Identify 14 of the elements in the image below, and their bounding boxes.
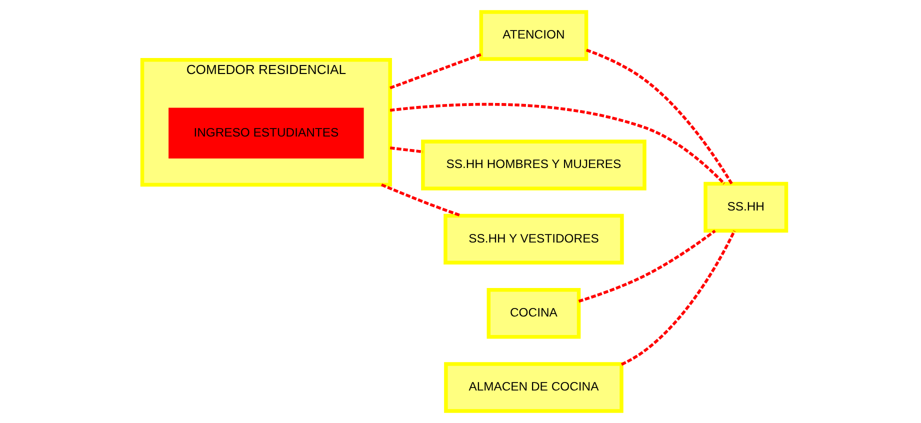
- node-box: SS.HH HOMBRES Y MUJERES: [421, 140, 646, 190]
- connector: [586, 48, 733, 184]
- node-box: SS.HH Y VESTIDORES: [444, 214, 624, 265]
- connector: [380, 183, 462, 217]
- connector: [390, 53, 482, 90]
- connector: [390, 146, 424, 154]
- node-box: COCINA: [486, 288, 581, 339]
- connector: [390, 102, 726, 185]
- node-box: SS.HH: [704, 182, 788, 233]
- node-box: ALMACEN DE COCINA: [444, 362, 624, 413]
- connector: [620, 230, 736, 366]
- node-box: ATENCION: [479, 10, 588, 61]
- connector: [578, 230, 716, 303]
- node-box: INGRESO ESTUDIANTES: [168, 108, 364, 158]
